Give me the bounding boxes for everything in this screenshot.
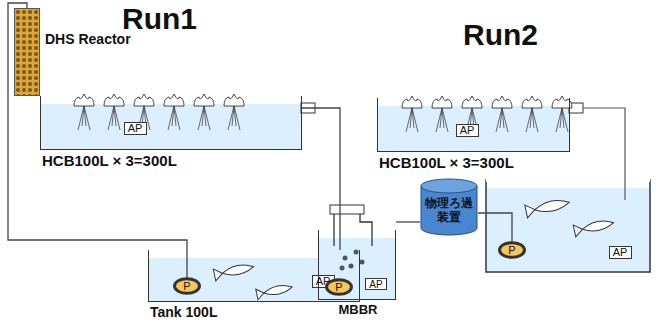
lotus-plant	[492, 96, 512, 132]
water-pipe	[396, 221, 420, 222]
water	[378, 106, 569, 151]
water-pipe	[478, 213, 512, 242]
unit-letter: AP	[369, 279, 382, 290]
fish	[256, 282, 293, 300]
node-label: DHS Reactor	[45, 31, 69, 47]
fish-tank: Tank 100LPAP	[148, 250, 360, 302]
pipe	[583, 108, 625, 200]
air-pump	[330, 205, 364, 214]
run-title: Run2	[463, 18, 538, 52]
lotus-plant	[104, 94, 124, 130]
fish	[525, 196, 571, 218]
fish	[573, 217, 615, 237]
water-pump: P	[174, 278, 200, 294]
hcb-bed: HCB100L × 3=300LAP	[40, 96, 302, 150]
water	[41, 104, 301, 149]
air-pump: AP	[124, 122, 147, 135]
unit-letter: P	[335, 281, 342, 293]
lotus-plant	[402, 96, 422, 132]
water-pipe	[302, 108, 340, 250]
hcb-bed: HCB100L × 3=300LAP	[377, 98, 570, 152]
mbbr-reactor: MBBRPAP	[318, 230, 396, 300]
media-carrier	[349, 264, 354, 269]
air-pump: AP	[365, 278, 387, 290]
node-label: MBBR	[339, 302, 415, 317]
lotus-plant	[552, 96, 572, 132]
unit-letter: P	[508, 244, 515, 256]
water-pipe	[8, 3, 187, 278]
media	[340, 250, 365, 271]
media-carrier	[354, 250, 359, 255]
dhs-reactor: DHS Reactor	[14, 8, 40, 96]
fish	[213, 261, 255, 281]
water	[486, 188, 649, 271]
unit-letter: AP	[460, 124, 475, 136]
node-label: 物理ろ過装置	[425, 197, 473, 225]
node-label: HCB100L × 3=300L	[42, 152, 302, 169]
air-pump: AP	[456, 124, 479, 137]
run-title: Run1	[122, 2, 197, 36]
media-carrier	[343, 256, 348, 261]
lotus-plant	[194, 94, 214, 130]
node-label: Tank 100L	[150, 304, 360, 320]
air-pump: AP	[609, 246, 632, 259]
unit-letter: AP	[128, 122, 143, 134]
water	[319, 238, 395, 299]
lotus-plant	[224, 94, 244, 130]
water-pump: P	[499, 242, 525, 258]
media-carrier	[360, 260, 365, 265]
fish	[213, 196, 615, 300]
media-carrier	[340, 266, 345, 271]
plants	[74, 94, 572, 132]
unit-letter: AP	[316, 275, 331, 287]
unit-letter: AP	[613, 246, 628, 258]
physical-filter: 物理ろ過装置	[420, 178, 478, 236]
node-label: HCB100L × 3=300L	[379, 154, 570, 171]
lotus-plant	[432, 96, 452, 132]
unit-letter: P	[183, 280, 190, 292]
lotus-plant	[164, 94, 184, 130]
lotus-plant	[74, 94, 94, 130]
lotus-plant	[522, 96, 542, 132]
